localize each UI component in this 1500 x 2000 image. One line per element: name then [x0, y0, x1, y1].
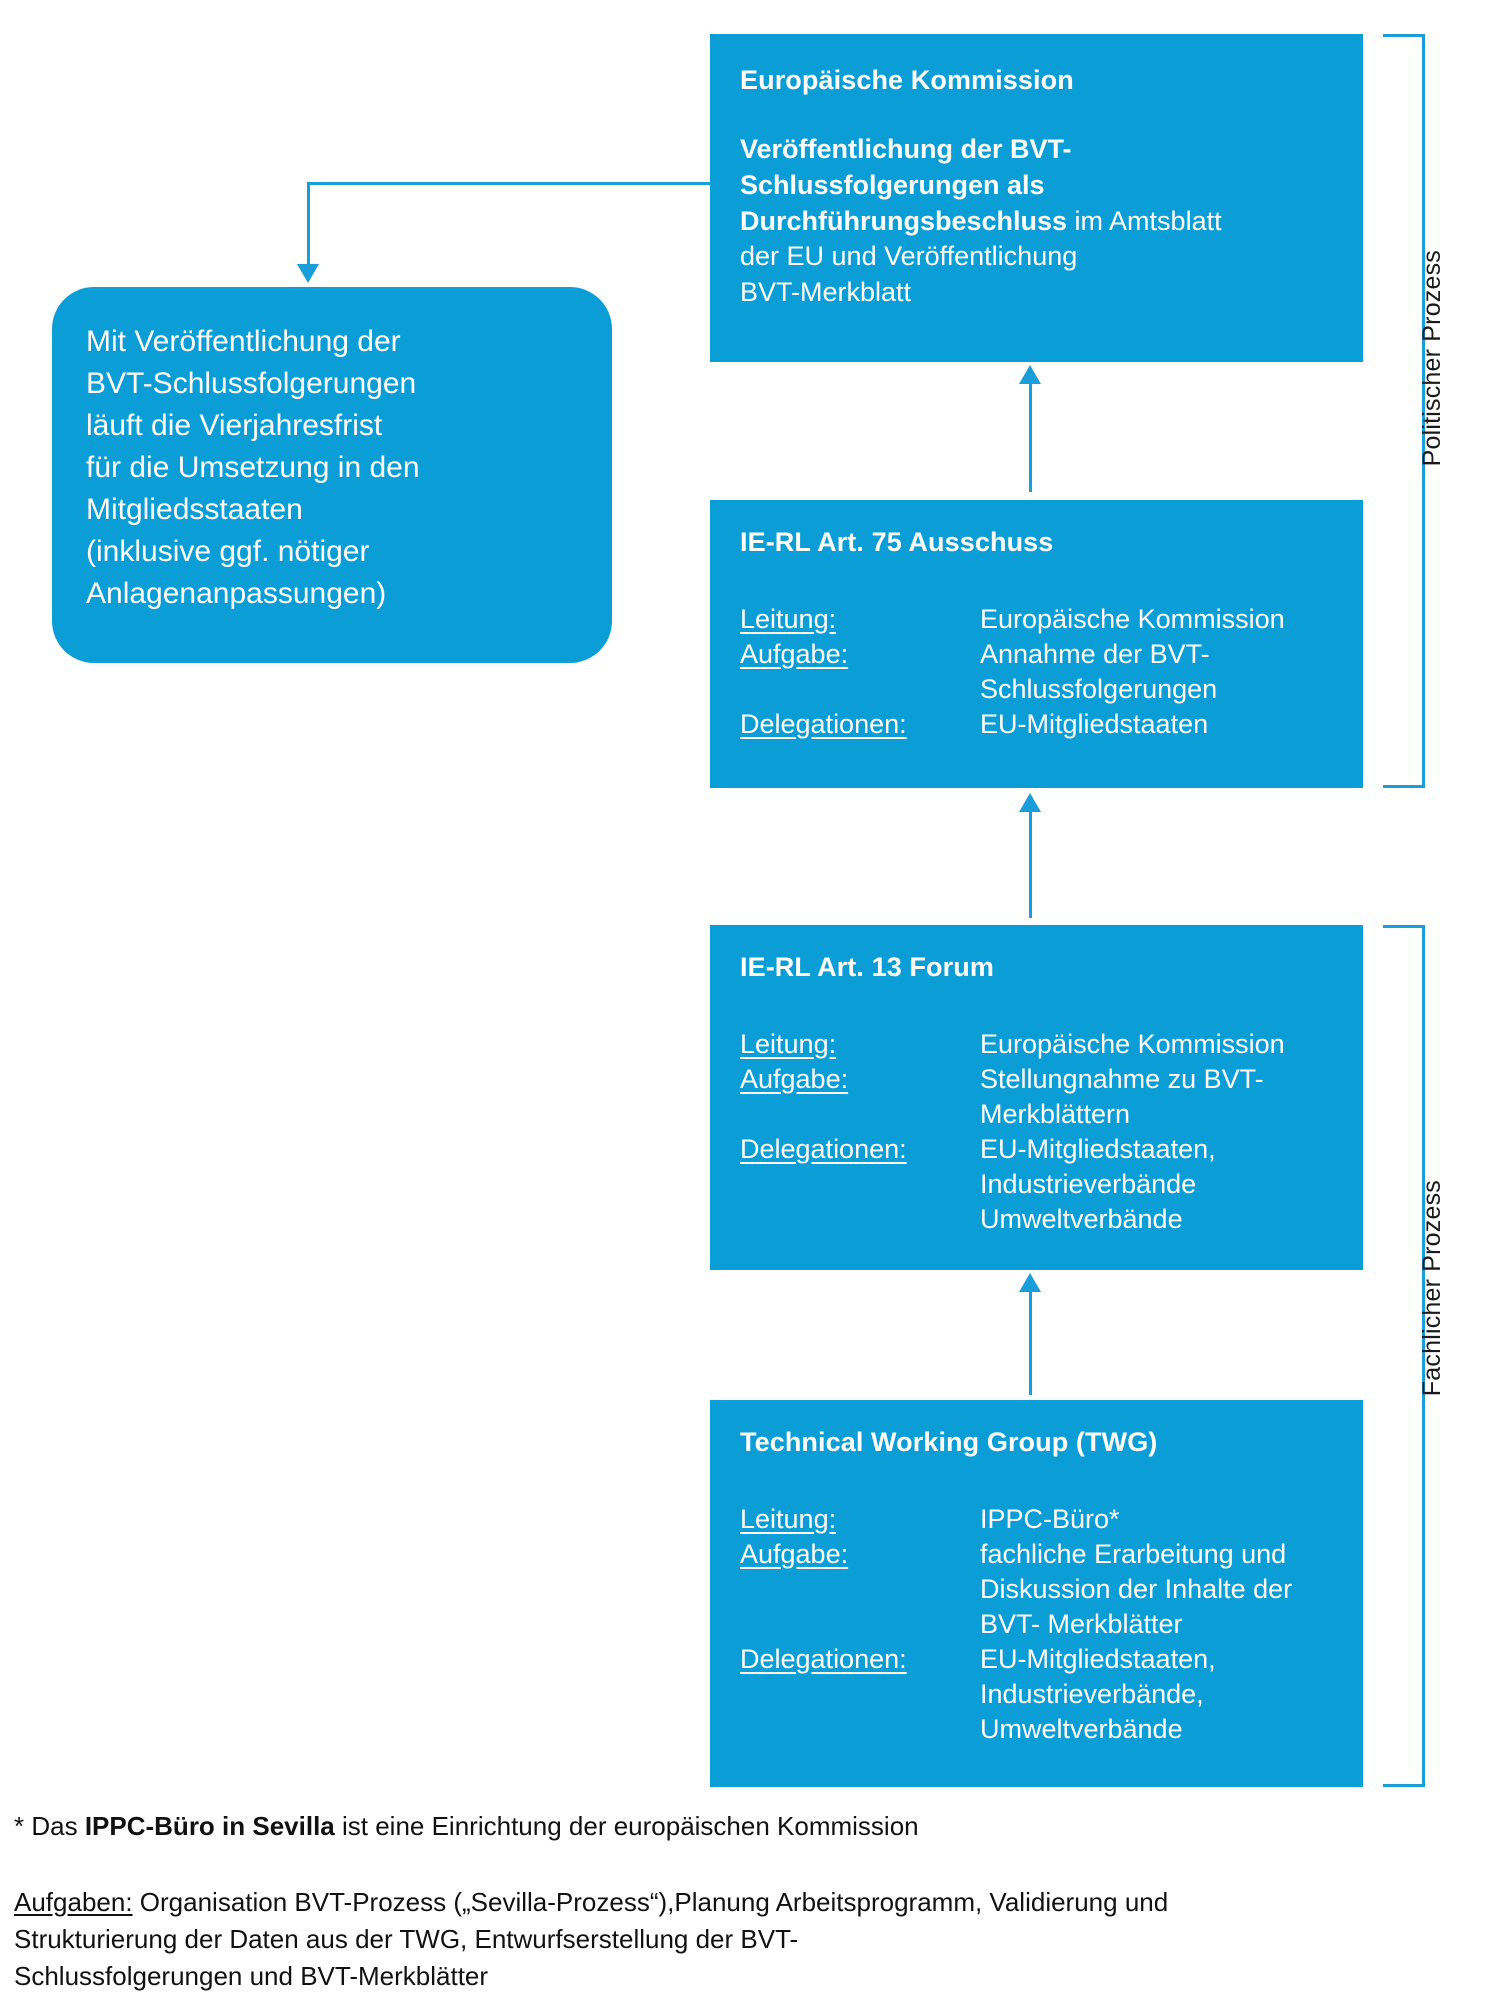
twg-row-0-label: Leitung: [740, 1503, 837, 1534]
art75-row-1-value: Annahme der BVT- Schlussfolgerungen [980, 638, 1218, 704]
table-row: Aufgabe: Stellungnahme zu BVT- Merkblätt… [740, 1062, 1333, 1132]
twg-row-1-value: fachliche Erarbeitung und Diskussion der… [980, 1538, 1293, 1640]
art75-row-0-value: Europäische Kommission [980, 603, 1285, 634]
table-row: Delegationen: EU-Mitgliedstaaten [740, 707, 1333, 742]
footnote-1-prefix: * Das [14, 1811, 85, 1841]
arrowhead-down-icon-callout [297, 264, 319, 283]
art13-row-1-value: Stellungnahme zu BVT- Merkblättern [980, 1063, 1264, 1129]
table-row: Leitung: Europäische Kommission [740, 602, 1333, 637]
ec-body-bold-line-3: Durchführungsbeschluss [740, 205, 1068, 236]
bracket-fachlicher-prozess [1383, 925, 1425, 1787]
box-european-commission-title: Europäische Kommission [740, 65, 1074, 95]
footnote-1-bold: IPPC-Büro in Sevilla [84, 1811, 335, 1841]
table-row: Delegationen: EU-Mitgliedstaaten, Indust… [740, 1132, 1333, 1237]
footnote-2-text: Organisation BVT-Prozess („Sevilla-Proze… [14, 1887, 1169, 1991]
twg-row-0-value: IPPC-Büro* [980, 1503, 1120, 1534]
twg-row-2-label: Delegationen: [740, 1644, 907, 1675]
bracket-label-fachlicher-prozess: Fachlicher Prozess [1418, 1180, 1446, 1397]
footnote-1-suffix: ist eine Einrichtung der europäischen Ko… [334, 1811, 919, 1841]
box-twg-body: Leitung: IPPC-Büro* Aufgabe: fachliche E… [740, 1502, 1333, 1748]
art75-row-0-label: Leitung: [740, 603, 837, 634]
art13-row-0-value: Europäische Kommission [980, 1028, 1285, 1059]
arrow-ec-to-callout-vertical [307, 182, 310, 267]
arrow-ec-to-callout-horizontal [307, 182, 712, 185]
box-twg-title: Technical Working Group (TWG) [740, 1427, 1158, 1457]
box-european-commission: Europäische Kommission Veröffentlichung … [710, 34, 1363, 362]
box-art75-title: IE-RL Art. 75 Ausschuss [740, 527, 1054, 557]
ec-body-rest-3: BVT-Merkblatt [740, 277, 912, 308]
table-row: Aufgabe: fachliche Erarbeitung und Disku… [740, 1537, 1333, 1642]
arrow-twg-to-art13-line [1029, 1290, 1032, 1395]
box-art75-body: Leitung: Europäische Kommission Aufgabe:… [740, 602, 1333, 742]
box-art13-body: Leitung: Europäische Kommission Aufgabe:… [740, 1027, 1333, 1238]
bracket-politischer-prozess [1383, 34, 1425, 788]
footnote-aufgaben: Aufgaben: Organisation BVT-Prozess („Sev… [14, 1884, 1434, 1995]
art13-row-0-label: Leitung: [740, 1028, 837, 1059]
art75-row-1-label: Aufgabe: [740, 638, 849, 669]
ec-body-bold-line-2: Schlussfolgerungen als [740, 169, 1045, 200]
box-ie-rl-art-75-ausschuss: IE-RL Art. 75 Ausschuss Leitung: Europäi… [710, 500, 1363, 788]
twg-row-2-value: EU-Mitgliedstaaten, Industrieverbände, U… [980, 1644, 1216, 1745]
callout-vierjahresfrist: Mit Veröffentlichung der BVT-Schlussfolg… [52, 287, 612, 663]
art13-row-2-value: EU-Mitgliedstaaten, Industrieverbände Um… [980, 1134, 1216, 1235]
ec-body-rest-2: der EU und Veröffentlichung [740, 241, 1078, 272]
art75-row-2-value: EU-Mitgliedstaaten [980, 709, 1209, 740]
table-row: Leitung: Europäische Kommission [740, 1027, 1333, 1062]
footnote-2-label: Aufgaben: [14, 1887, 133, 1917]
arrowhead-up-icon-ec [1019, 365, 1041, 384]
box-european-commission-body: Veröffentlichung der BVT- Schlussfolgeru… [740, 132, 1335, 312]
art13-row-1-label: Aufgabe: [740, 1063, 849, 1094]
footnote-ippc-buero: * Das IPPC-Büro in Sevilla ist eine Einr… [14, 1808, 1434, 1845]
twg-row-1-label: Aufgabe: [740, 1538, 849, 1569]
arrowhead-up-icon-art13 [1019, 1273, 1041, 1292]
box-ie-rl-art-13-forum: IE-RL Art. 13 Forum Leitung: Europäische… [710, 925, 1363, 1270]
arrowhead-up-icon-art75 [1019, 793, 1041, 812]
arrow-art75-to-ec-line [1029, 382, 1032, 492]
table-row: Delegationen: EU-Mitgliedstaaten, Indust… [740, 1642, 1333, 1747]
art13-row-2-label: Delegationen: [740, 1134, 907, 1165]
art75-row-2-label: Delegationen: [740, 709, 907, 740]
table-row: Leitung: IPPC-Büro* [740, 1502, 1333, 1537]
ec-body-bold-line-1: Veröffentlichung der BVT- [740, 133, 1072, 164]
box-technical-working-group: Technical Working Group (TWG) Leitung: I… [710, 1400, 1363, 1787]
box-art13-title: IE-RL Art. 13 Forum [740, 952, 994, 982]
table-row: Aufgabe: Annahme der BVT- Schlussfolgeru… [740, 637, 1333, 707]
arrow-art13-to-art75-line [1029, 810, 1032, 918]
bracket-label-politischer-prozess: Politischer Prozess [1418, 250, 1446, 467]
ec-body-rest-1: im Amtsblatt [1067, 205, 1222, 236]
